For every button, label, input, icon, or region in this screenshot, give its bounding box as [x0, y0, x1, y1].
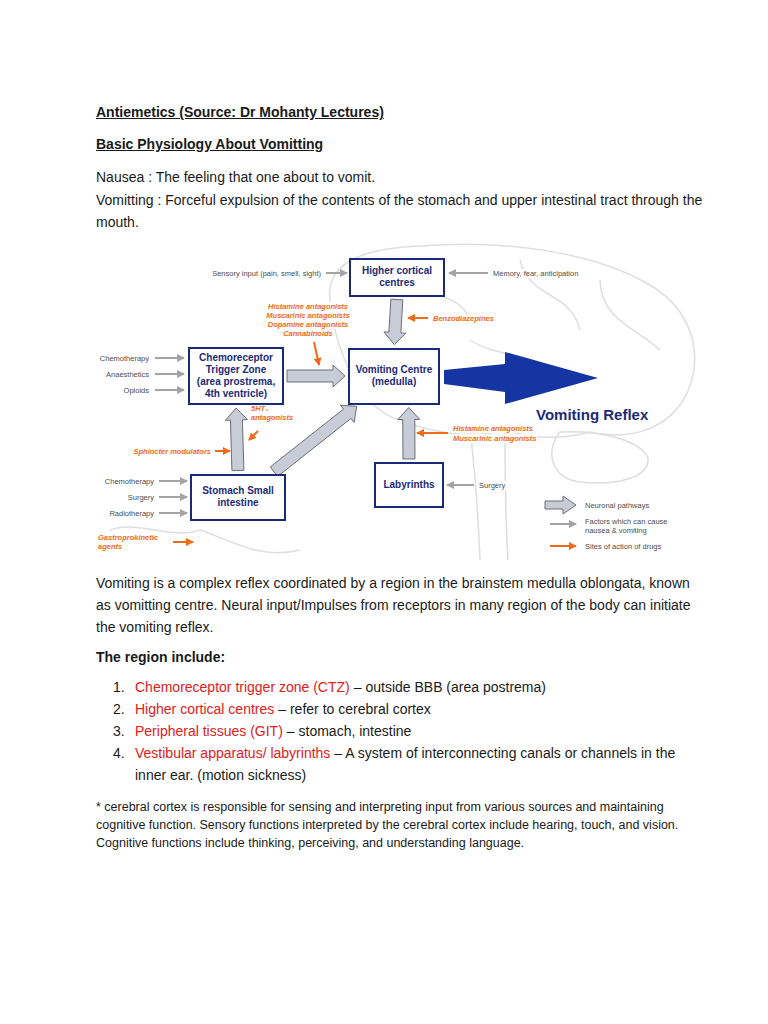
- list-item: 1. Chemoreceptor trigger zone (CTZ)– outs…: [113, 676, 705, 698]
- definition: Vomitting : Forceful expulsion of the co…: [96, 189, 708, 233]
- list-item: 4. Vestibular apparatus/ labyrinths– A sy…: [113, 742, 705, 786]
- footnote: * cerebral cortex is responsible for sen…: [96, 798, 708, 852]
- legend-text: Neuronal pathways: [584, 501, 650, 510]
- factor-label: Sensory input (pain, smell, sight): [211, 269, 322, 278]
- region-note: – outside BBB (area postrema): [354, 679, 546, 695]
- region-name: Peripheral tissues (GIT): [135, 723, 283, 739]
- factor-label: Anaesthetics: [105, 370, 150, 379]
- node-text: Labyrinths: [379, 479, 439, 491]
- region-name: Chemoreceptor trigger zone (CTZ): [135, 679, 350, 695]
- factor-label: Memory, fear, anticipation: [492, 269, 579, 278]
- legend-text: Sites of action of drugs: [584, 542, 662, 551]
- vomiting-reflex-arrow: [444, 352, 598, 404]
- neuronal-pathway-arrow: [287, 365, 345, 387]
- factor-label: Chemotherapy: [99, 354, 150, 363]
- list-number: 2.: [113, 698, 125, 720]
- list-item: 2. Higher cortical centres– refer to cere…: [113, 698, 705, 720]
- drug-label: Sphincter modulators: [132, 447, 212, 456]
- reflex-label: Vomiting Reflex: [535, 406, 649, 423]
- drug-label: Histamine antagonists: [452, 424, 534, 433]
- cortex-box: Higher cortical centres: [349, 258, 445, 297]
- legend-text: Factors which can cause nausea & vomitin…: [584, 517, 682, 535]
- drug-label: Muscarinic antagonists: [452, 434, 537, 443]
- list-text: Vestibular apparatus/ labyrinths– A syst…: [135, 742, 705, 786]
- definition: Nausea : The feeling that one about to v…: [96, 166, 375, 188]
- node-text: Stomach Small intestine: [195, 485, 281, 509]
- factor-label: Chemotherapy: [104, 477, 155, 486]
- factor-label: Surgery: [127, 493, 155, 502]
- legend-samples: [545, 496, 576, 546]
- factor-label: Opioids: [123, 386, 150, 395]
- list-heading: The region include:: [96, 646, 225, 668]
- stomach-box: Stomach Small intestine: [190, 474, 286, 521]
- list-text: Higher cortical centres– refer to cerebr…: [135, 698, 705, 720]
- drug-label: Histamine antagonists: [267, 302, 349, 311]
- list-item: 3. Peripheral tissues (GIT)– stomach, int…: [113, 720, 705, 742]
- neuronal-pathway-arrow: [384, 299, 406, 344]
- list-text: Chemoreceptor trigger zone (CTZ)– outsid…: [135, 676, 705, 698]
- paragraph: Vomiting is a complex reflex coordinated…: [96, 572, 708, 638]
- region-note: – refer to cerebral cortex: [278, 701, 431, 717]
- node-text: Chemoreceptor Trigger Zone (area prostre…: [193, 352, 279, 400]
- factor-label: Radiotherapy: [108, 509, 155, 518]
- drug-label: Benzodiazepines: [432, 314, 495, 323]
- list-text: Peripheral tissues (GIT)– stomach, intes…: [135, 720, 705, 742]
- list-number: 3.: [113, 720, 125, 742]
- node-text: Higher cortical centres: [354, 265, 440, 289]
- labyrinth-box: Labyrinths: [374, 462, 444, 508]
- section-heading: Basic Physiology About Vomitting: [96, 133, 323, 155]
- drug-label: 5HT₃ antagonists: [250, 404, 298, 422]
- region-note: – stomach, intestine: [287, 723, 412, 739]
- brain-outline: [110, 244, 695, 560]
- region-name: Higher cortical centres: [135, 701, 274, 717]
- list-number: 1.: [113, 676, 125, 698]
- neuronal-pathway-arrow: [398, 408, 420, 460]
- list-number: 4.: [113, 742, 125, 764]
- vomiting-centre-box: Vomiting Centre (medulla): [348, 348, 440, 405]
- neuronal-pathway-arrow: [225, 408, 247, 471]
- ctz-box: Chemoreceptor Trigger Zone (area prostre…: [188, 347, 284, 405]
- factor-label: Surgery: [478, 481, 506, 490]
- drug-label: Cannabinoids: [282, 329, 334, 338]
- region-name: Vestibular apparatus/ labyrinths: [135, 745, 330, 761]
- node-text: Vomiting Centre (medulla): [354, 364, 434, 388]
- drug-arrows: [173, 318, 448, 542]
- drug-label: Gastroprokinetic agents: [97, 533, 173, 551]
- page-title: Antiemetics (Source: Dr Mohanty Lectures…: [96, 101, 384, 123]
- drug-label: Muscarinic antagonists: [265, 311, 350, 320]
- drug-label: Dopamine antagonists: [267, 320, 349, 329]
